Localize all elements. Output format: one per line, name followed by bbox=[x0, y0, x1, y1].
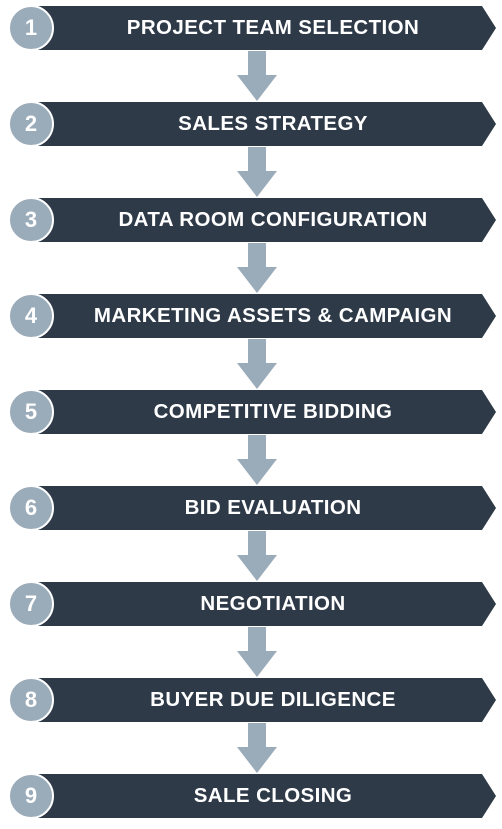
step-number-badge: 5 bbox=[8, 389, 54, 435]
down-arrow-icon bbox=[237, 51, 277, 101]
down-arrow-icon bbox=[237, 147, 277, 197]
step-label: BUYER DUE DILIGENCE bbox=[150, 688, 396, 711]
step-label: DATA ROOM CONFIGURATION bbox=[118, 208, 428, 231]
down-arrow-icon bbox=[237, 435, 277, 485]
step-number-badge: 3 bbox=[8, 197, 54, 243]
down-arrow-icon bbox=[237, 339, 277, 389]
step-banner bbox=[30, 774, 496, 818]
step-3: 3 DATA ROOM CONFIGURATION bbox=[0, 196, 502, 244]
step-banner bbox=[30, 6, 496, 50]
step-4: 4 MARKETING ASSETS & CAMPAIGN bbox=[0, 292, 502, 340]
step-number-badge: 6 bbox=[8, 485, 54, 531]
step-banner bbox=[30, 390, 496, 434]
step-5: 5 COMPETITIVE BIDDING bbox=[0, 388, 502, 436]
down-arrow-icon bbox=[237, 531, 277, 581]
step-number-badge: 2 bbox=[8, 101, 54, 147]
down-arrow-icon bbox=[237, 243, 277, 293]
step-banner bbox=[30, 294, 496, 338]
step-1: 1 PROJECT TEAM SELECTION bbox=[0, 4, 502, 52]
step-banner bbox=[30, 582, 496, 626]
down-arrow-icon bbox=[237, 627, 277, 677]
step-banner bbox=[30, 678, 496, 722]
step-banner bbox=[30, 198, 496, 242]
step-6: 6 BID EVALUATION bbox=[0, 484, 502, 532]
step-label: COMPETITIVE BIDDING bbox=[153, 400, 393, 423]
step-number-badge: 8 bbox=[8, 677, 54, 723]
step-label: BID EVALUATION bbox=[184, 496, 362, 519]
step-label: PROJECT TEAM SELECTION bbox=[126, 16, 420, 39]
step-label: MARKETING ASSETS & CAMPAIGN bbox=[93, 304, 453, 327]
step-label: SALES STRATEGY bbox=[178, 112, 368, 135]
step-number-badge: 9 bbox=[8, 773, 54, 819]
step-7: 7 NEGOTIATION bbox=[0, 580, 502, 628]
step-2: 2 SALES STRATEGY bbox=[0, 100, 502, 148]
step-label: SALE CLOSING bbox=[193, 784, 353, 807]
step-number-badge: 4 bbox=[8, 293, 54, 339]
step-9: 9 SALE CLOSING bbox=[0, 772, 502, 820]
step-number-badge: 7 bbox=[8, 581, 54, 627]
step-number-badge: 1 bbox=[8, 5, 54, 51]
step-banner bbox=[30, 102, 496, 146]
step-8: 8 BUYER DUE DILIGENCE bbox=[0, 676, 502, 724]
down-arrow-icon bbox=[237, 723, 277, 773]
step-banner bbox=[30, 486, 496, 530]
step-label: NEGOTIATION bbox=[200, 592, 346, 615]
